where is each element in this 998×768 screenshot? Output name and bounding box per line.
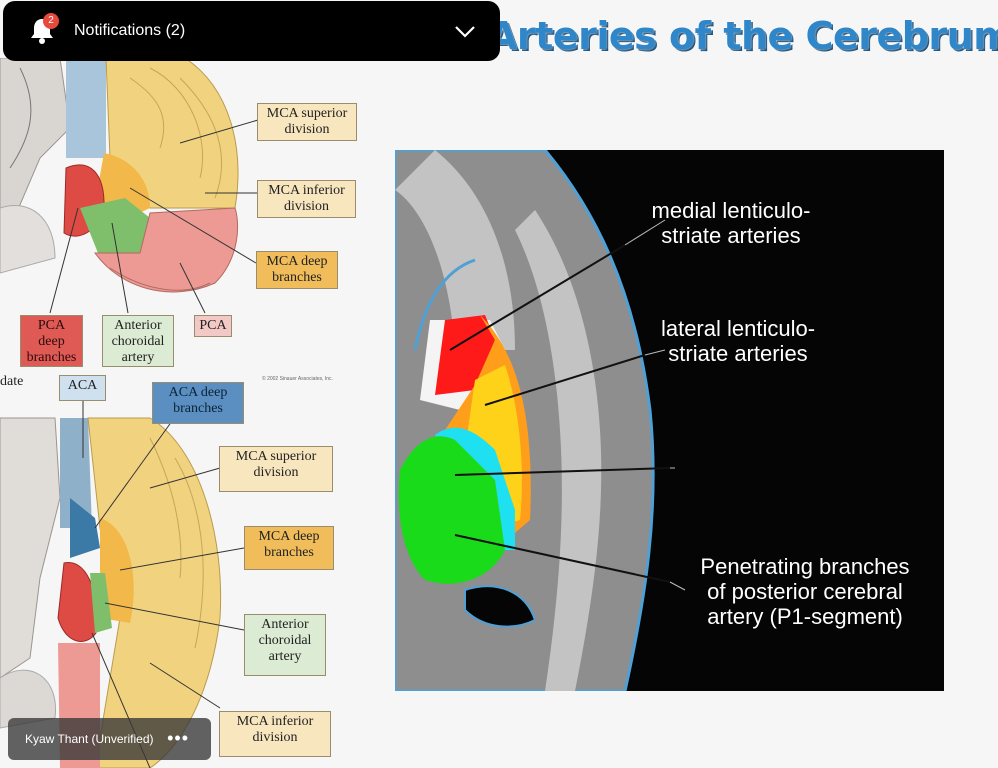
left-brain-figure: MCA superior division MCA inferior divis… (0, 58, 370, 768)
slide-title: Arteries of the Cerebrum (488, 14, 998, 58)
label-pca-deep: PCA deep branches (20, 315, 83, 367)
annotation-medial-lenticulostriate: medial lenticulo- striate arteries (621, 198, 841, 248)
copyright-notice: © 2002 Sinauer Associates, Inc. (262, 376, 333, 382)
annotation-lateral-lenticulostriate: lateral lenticulo- striate arteries (633, 316, 843, 366)
label-mca-superior-bottom: MCA superior division (219, 446, 333, 492)
label-caudate-fragment: date (0, 374, 24, 389)
annotation-medial-text: medial lenticulo- striate arteries (651, 198, 811, 248)
participant-name: Kyaw Thant (Unverified) (25, 732, 154, 746)
right-brain-figure: medial lenticulo- striate arteries later… (395, 150, 944, 691)
brain-sections-illustration (0, 58, 259, 768)
chevron-down-icon[interactable] (454, 21, 476, 41)
mri-slice-illustration (395, 150, 686, 691)
more-options-icon[interactable]: ••• (167, 728, 189, 748)
bell-icon: 2 (29, 13, 59, 45)
label-mca-deep-bottom: MCA deep branches (244, 526, 334, 570)
label-aca: ACA (59, 375, 106, 401)
label-mca-inferior-bottom: MCA inferior division (219, 711, 331, 757)
label-anterior-choroidal-bottom: Anterior choroidal artery (244, 614, 326, 676)
label-anterior-choroidal-top: Anterior choroidal artery (102, 315, 174, 367)
annotation-penetrating-branches: Penetrating branches of posterior cerebr… (671, 554, 939, 629)
label-pca: PCA (194, 315, 232, 337)
label-mca-inferior-top: MCA inferior division (257, 180, 356, 218)
annotation-lateral-text: lateral lenticulo- striate arteries (660, 316, 816, 366)
notification-count-badge: 2 (43, 13, 59, 29)
notifications-title: Notifications (2) (74, 22, 186, 39)
label-mca-superior-top: MCA superior division (257, 103, 357, 141)
label-aca-deep: ACA deep branches (152, 382, 244, 424)
annotation-penetrating-text: Penetrating branches of posterior cerebr… (700, 554, 910, 629)
participant-name-tag[interactable]: Kyaw Thant (Unverified) ••• (8, 718, 211, 760)
label-mca-deep-top: MCA deep branches (256, 251, 338, 289)
notifications-banner[interactable]: 2 Notifications (2) (3, 1, 500, 61)
